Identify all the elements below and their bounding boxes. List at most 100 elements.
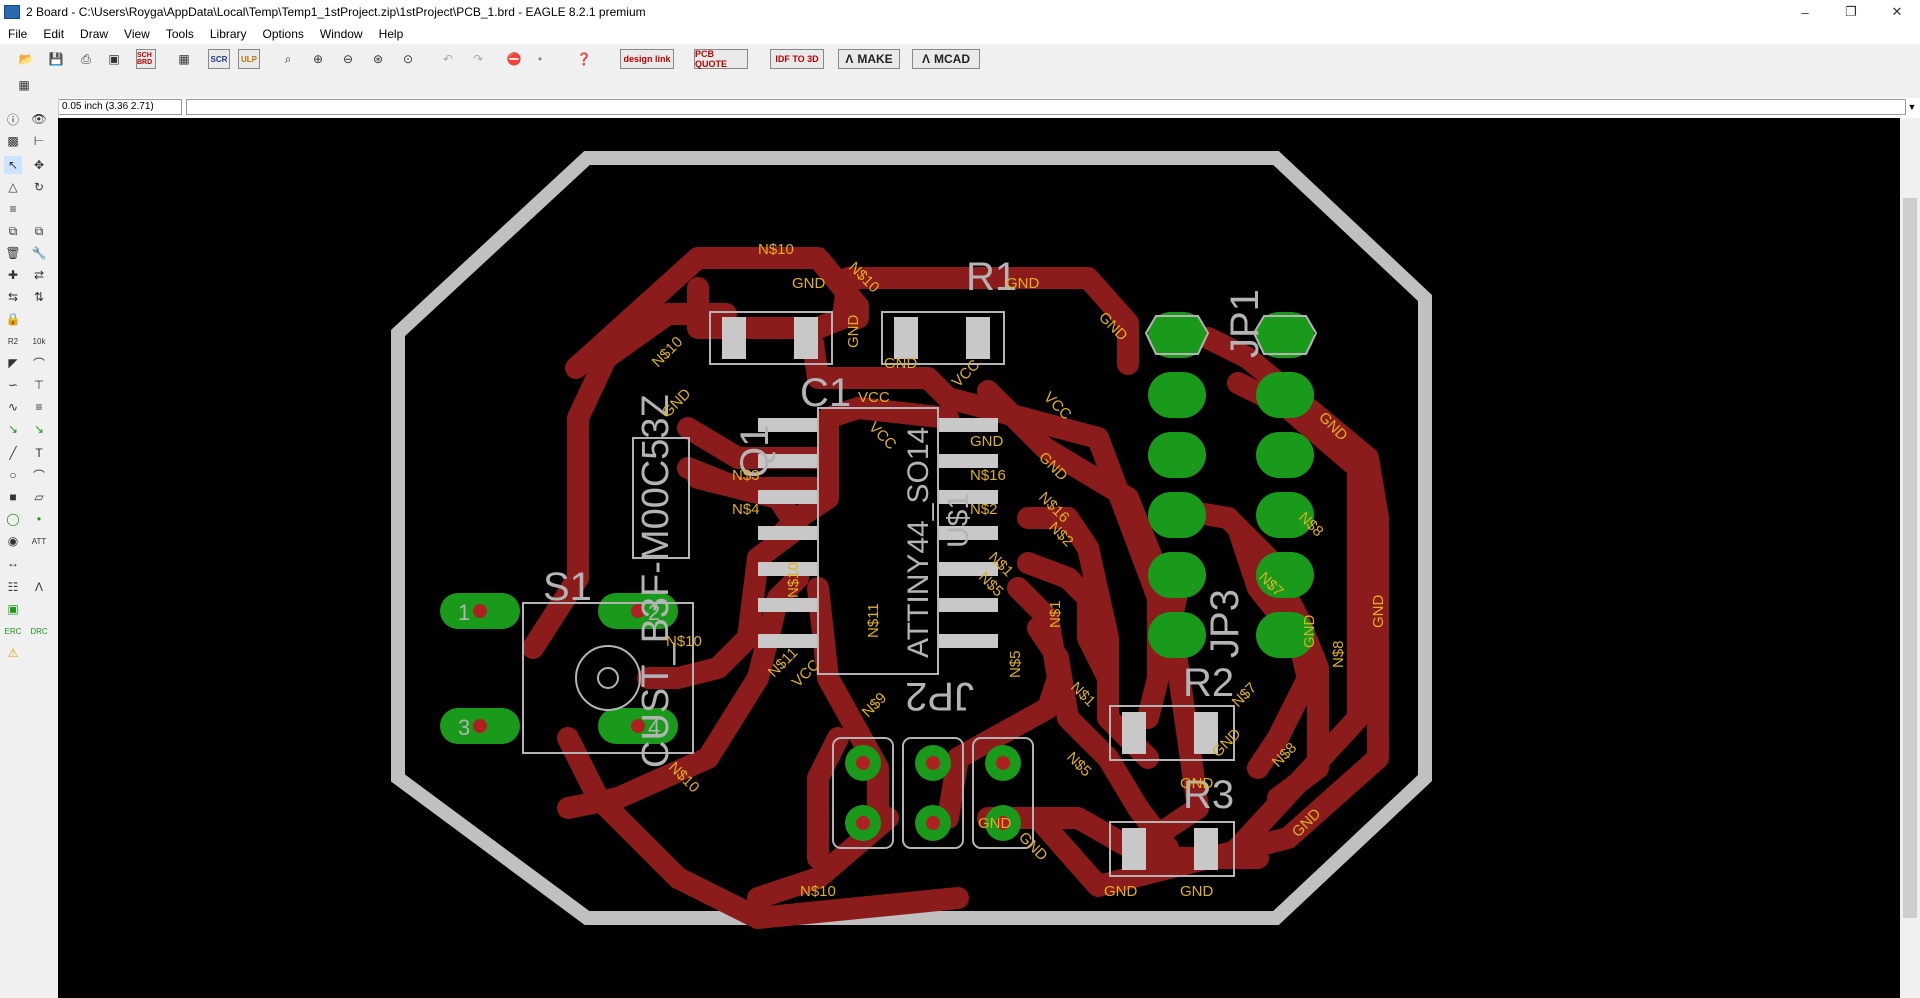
hole-icon[interactable]: ◉ xyxy=(7,534,19,548)
arc-icon[interactable]: ⌒ xyxy=(32,468,45,483)
parameter-toolbar: ▦ xyxy=(0,74,1920,99)
menu-view[interactable]: View xyxy=(124,27,150,41)
ulp-button[interactable]: ULP xyxy=(238,49,260,69)
pcb-quote-button[interactable]: PCB QUOTE xyxy=(694,49,748,69)
library-icon[interactable]: ▦ xyxy=(178,52,190,66)
gate-swap-icon[interactable]: ⇅ xyxy=(33,290,45,304)
replace-icon[interactable]: ⇄ xyxy=(33,268,45,282)
drill-holes xyxy=(473,604,1010,830)
net-label: GND xyxy=(1301,615,1318,649)
net-label: GND xyxy=(792,275,826,292)
signal-icon[interactable]: • xyxy=(36,512,42,526)
menu-library[interactable]: Library xyxy=(209,27,247,41)
delete-icon[interactable]: 🗑 xyxy=(5,246,21,260)
label-s1-value: CUST_B3F-M00C53Z xyxy=(635,394,677,768)
move-icon[interactable]: ✥ xyxy=(33,158,45,172)
net-label: GND xyxy=(845,315,862,349)
design-link-button[interactable]: design link xyxy=(620,49,674,69)
rect-icon[interactable]: ■ xyxy=(9,490,17,504)
idf-to-3d-button[interactable]: IDF TO 3D xyxy=(770,49,824,69)
app-icon xyxy=(4,5,20,19)
restore-icon[interactable]: ❐ xyxy=(1845,4,1857,19)
net-label: N$3 xyxy=(732,467,760,484)
dimension-icon[interactable]: ↔ xyxy=(7,556,19,570)
split-icon[interactable]: ∽ xyxy=(7,378,19,392)
add-icon[interactable]: ✚ xyxy=(7,268,19,282)
name-icon[interactable]: R2 xyxy=(7,336,19,346)
erc-icon[interactable]: ERC xyxy=(4,626,22,636)
pad-num-1: 1 xyxy=(458,600,470,625)
ratsnest-icon[interactable]: Λ xyxy=(34,580,43,594)
rotate-icon[interactable]: ↻ xyxy=(33,180,45,194)
redo-icon[interactable]: ↷ xyxy=(472,52,484,66)
chevron-down-icon[interactable]: ▼ xyxy=(1907,102,1917,112)
grid-icon[interactable]: ▦ xyxy=(18,78,30,92)
vertical-scrollbar[interactable] xyxy=(1900,118,1920,998)
minimize-icon[interactable]: – xyxy=(1801,4,1809,20)
cam-icon[interactable]: ▣ xyxy=(108,52,120,66)
line-icon[interactable]: ╱ xyxy=(9,446,17,460)
ripup-icon[interactable]: ↘ xyxy=(33,422,45,436)
board-outline xyxy=(391,151,1432,925)
menu-window[interactable]: Window xyxy=(319,27,363,41)
close-icon[interactable]: ✕ xyxy=(1891,4,1903,19)
drc-icon[interactable]: DRC xyxy=(30,626,48,636)
menu-help[interactable]: Help xyxy=(378,27,404,41)
select-icon[interactable]: ↖ xyxy=(4,156,22,174)
swap-icon[interactable]: ⇆ xyxy=(7,290,19,304)
mark-icon[interactable]: ⊢ xyxy=(33,134,45,148)
menu-file[interactable]: File xyxy=(8,27,28,41)
route-multiple-icon[interactable]: ≡ xyxy=(35,400,43,414)
net-label: N$2 xyxy=(970,501,998,518)
route-icon[interactable]: ↘ xyxy=(7,422,19,436)
eye-icon[interactable]: 👁 xyxy=(31,112,47,126)
zoom-fit-icon[interactable]: ⌕ xyxy=(284,51,292,66)
wrench-icon[interactable]: 🔧 xyxy=(31,246,47,260)
attribute-icon[interactable]: ATT xyxy=(31,536,47,546)
print-icon[interactable]: ⎙ xyxy=(81,51,91,66)
layer-icon[interactable]: ▩ xyxy=(7,134,19,148)
make-label: MAKE xyxy=(857,52,893,66)
menu-tools[interactable]: Tools xyxy=(165,27,194,41)
scrollbar-thumb[interactable] xyxy=(1903,198,1917,918)
menu-edit[interactable]: Edit xyxy=(43,27,65,41)
open-icon[interactable]: 📂 xyxy=(18,52,34,66)
sch-brd-button[interactable]: SCH BRD xyxy=(136,49,156,69)
smash-icon[interactable]: ◤ xyxy=(8,356,18,370)
zoom-redraw-icon[interactable]: ⊛ xyxy=(372,52,384,66)
net-label: GND xyxy=(1006,275,1040,292)
zoom-select-icon[interactable]: ⊙ xyxy=(402,52,414,66)
net-label: N$10 xyxy=(758,241,794,258)
polygon-icon[interactable]: ▱ xyxy=(34,490,44,504)
lock-icon[interactable]: 🔒 xyxy=(5,312,21,326)
zoom-out-icon[interactable]: ⊖ xyxy=(342,52,354,66)
align-icon[interactable]: ≡ xyxy=(9,202,17,216)
circle-icon[interactable]: ○ xyxy=(9,468,17,482)
scr-button[interactable]: SCR xyxy=(208,49,230,69)
meander-icon[interactable]: ∿ xyxy=(7,400,19,414)
optimize-icon[interactable]: ⊤ xyxy=(33,378,45,392)
zoom-in-icon[interactable]: ⊕ xyxy=(312,52,324,66)
warning-icon[interactable]: ⚠ xyxy=(7,646,19,660)
board-canvas[interactable]: R1 C1 S1 R2 R3 Q1 U$1 JP1 JP3 JP2 ATTINY… xyxy=(58,118,1900,998)
autoroute-icon[interactable]: ☷ xyxy=(7,580,19,594)
go-icon[interactable]: • xyxy=(537,52,543,66)
copy-icon[interactable]: ⧉ xyxy=(8,223,18,238)
menu-draw[interactable]: Draw xyxy=(80,27,109,41)
via-icon[interactable]: ◯ xyxy=(6,512,20,526)
command-input[interactable] xyxy=(186,99,1906,115)
value-icon[interactable]: 10k xyxy=(32,336,46,346)
paste-icon[interactable]: ⧉ xyxy=(34,223,44,238)
save-icon[interactable]: 💾 xyxy=(48,52,64,66)
help-icon[interactable]: ❓ xyxy=(576,52,592,66)
miter-icon[interactable]: ⌒ xyxy=(32,356,45,371)
mirror-icon[interactable]: △ xyxy=(8,180,18,194)
info-icon[interactable]: ⓘ xyxy=(6,112,19,127)
text-icon[interactable]: T xyxy=(35,446,43,460)
undo-icon[interactable]: ↶ xyxy=(442,52,454,66)
menu-options[interactable]: Options xyxy=(262,27,304,41)
stop-icon[interactable]: ⛔ xyxy=(506,52,522,66)
design-block-icon[interactable]: ▣ xyxy=(7,602,19,616)
